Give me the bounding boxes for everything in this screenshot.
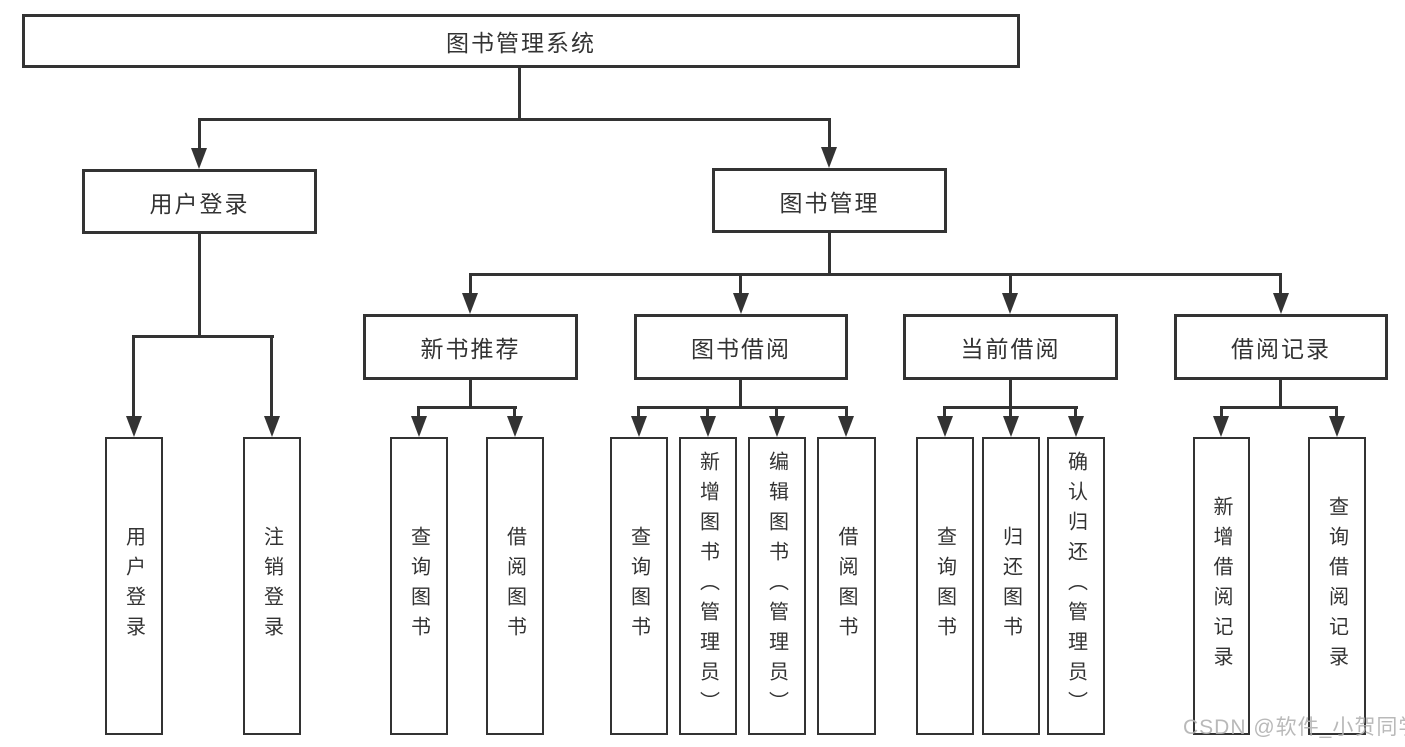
leaf-label: 新增借阅记录 <box>1210 496 1232 676</box>
connector-line <box>513 406 516 419</box>
leaf-label: 查询借阅记录 <box>1325 496 1348 676</box>
connector-line <box>198 234 201 335</box>
arrowhead-down-icon <box>733 293 749 314</box>
leaf-box-borrow-books-recommend: 借阅图书 <box>486 437 544 735</box>
connector-line <box>1009 406 1012 419</box>
arrowhead-down-icon <box>411 416 427 437</box>
connector-line <box>845 406 848 419</box>
leaf-box-query-books-borrowing: 查询图书 <box>610 437 668 735</box>
node-box-borrow-records: 借阅记录 <box>1174 314 1388 380</box>
connector-line <box>706 406 709 419</box>
leaf-box-add-borrow-record: 新增借阅记录 <box>1193 437 1250 735</box>
leaf-label: 用户登录 <box>122 526 145 646</box>
arrowhead-down-icon <box>1213 416 1229 437</box>
connector-line <box>637 406 640 419</box>
leaf-box-edit-books-admin: 编辑图书（管理员） <box>748 437 806 735</box>
node-box-root: 图书管理系统 <box>22 14 1020 68</box>
connector-line <box>637 406 848 409</box>
leaf-label: 编辑图书（管理员） <box>765 451 788 721</box>
node-box-book-borrowing: 图书借阅 <box>634 314 848 380</box>
arrowhead-down-icon <box>700 416 716 437</box>
leaf-box-query-borrow-record: 查询借阅记录 <box>1308 437 1366 735</box>
connector-line <box>417 406 517 409</box>
arrowhead-down-icon <box>1002 293 1018 314</box>
arrowhead-down-icon <box>631 416 647 437</box>
connector-line <box>1335 406 1338 419</box>
connector-line <box>943 406 946 419</box>
arrowhead-down-icon <box>1273 293 1289 314</box>
arrowhead-down-icon <box>838 416 854 437</box>
leaf-box-add-books-admin: 新增图书（管理员） <box>679 437 737 735</box>
connector-line <box>1220 406 1338 409</box>
node-box-book-management: 图书管理 <box>712 168 947 233</box>
node-label-book-management: 图书管理 <box>779 189 880 216</box>
connector-line <box>469 380 472 406</box>
arrowhead-down-icon <box>1329 416 1345 437</box>
connector-line <box>198 118 201 151</box>
arrowhead-down-icon <box>264 416 280 437</box>
connector-line <box>1074 406 1077 419</box>
connector-line <box>469 273 1282 276</box>
connector-line <box>417 406 420 419</box>
node-label-user-login: 用户登录 <box>149 190 250 217</box>
watermark-text: CSDN @软件_小贺同学 <box>1183 716 1405 739</box>
node-label-current-borrowing: 当前借阅 <box>960 336 1061 362</box>
connector-line <box>775 406 778 419</box>
leaf-box-user-login: 用户登录 <box>105 437 163 735</box>
connector-line <box>469 273 472 296</box>
arrowhead-down-icon <box>821 147 837 168</box>
leaf-label: 新增图书（管理员） <box>696 451 719 721</box>
node-label-new-book-recommend: 新书推荐 <box>420 336 521 362</box>
leaf-box-confirm-return-admin: 确认归还（管理员） <box>1047 437 1105 735</box>
connector-line <box>518 68 521 118</box>
node-label-borrow-records: 借阅记录 <box>1231 336 1331 362</box>
connector-line <box>270 335 273 419</box>
node-box-current-borrowing: 当前借阅 <box>903 314 1118 380</box>
connector-line <box>739 380 742 406</box>
leaf-box-return-books: 归还图书 <box>982 437 1040 735</box>
node-box-user-login: 用户登录 <box>82 169 317 234</box>
arrowhead-down-icon <box>126 416 142 437</box>
connector-line <box>132 335 135 419</box>
leaf-label: 借阅图书 <box>835 526 857 646</box>
leaf-label: 借阅图书 <box>503 526 526 646</box>
arrowhead-down-icon <box>937 416 953 437</box>
leaf-box-query-books-current: 查询图书 <box>916 437 974 735</box>
leaf-label: 查询图书 <box>407 526 430 646</box>
arrowhead-down-icon <box>1003 416 1019 437</box>
arrowhead-down-icon <box>1068 416 1084 437</box>
connector-line <box>828 118 831 151</box>
connector-line <box>198 118 831 121</box>
leaf-box-borrow-books: 借阅图书 <box>817 437 876 735</box>
leaf-label: 查询图书 <box>627 526 650 646</box>
connector-line <box>1279 273 1282 296</box>
leaf-label: 归还图书 <box>999 526 1022 646</box>
connector-line <box>1220 406 1223 419</box>
leaf-label: 确认归还（管理员） <box>1064 451 1087 721</box>
connector-line <box>132 335 274 338</box>
leaf-label: 查询图书 <box>933 526 956 646</box>
arrowhead-down-icon <box>507 416 523 437</box>
leaf-label: 注销登录 <box>260 526 283 646</box>
connector-line <box>1009 273 1012 296</box>
node-box-new-book-recommend: 新书推荐 <box>363 314 578 380</box>
node-label-root: 图书管理系统 <box>446 30 596 56</box>
connector-line <box>828 233 831 273</box>
connector-line <box>1009 380 1012 406</box>
leaf-box-logout: 注销登录 <box>243 437 301 735</box>
arrowhead-down-icon <box>769 416 785 437</box>
arrowhead-down-icon <box>462 293 478 314</box>
leaf-box-query-books-recommend: 查询图书 <box>390 437 448 735</box>
node-label-book-borrowing: 图书借阅 <box>691 336 791 362</box>
connector-line <box>1279 380 1282 406</box>
arrowhead-down-icon <box>191 148 207 169</box>
connector-line <box>739 273 742 296</box>
